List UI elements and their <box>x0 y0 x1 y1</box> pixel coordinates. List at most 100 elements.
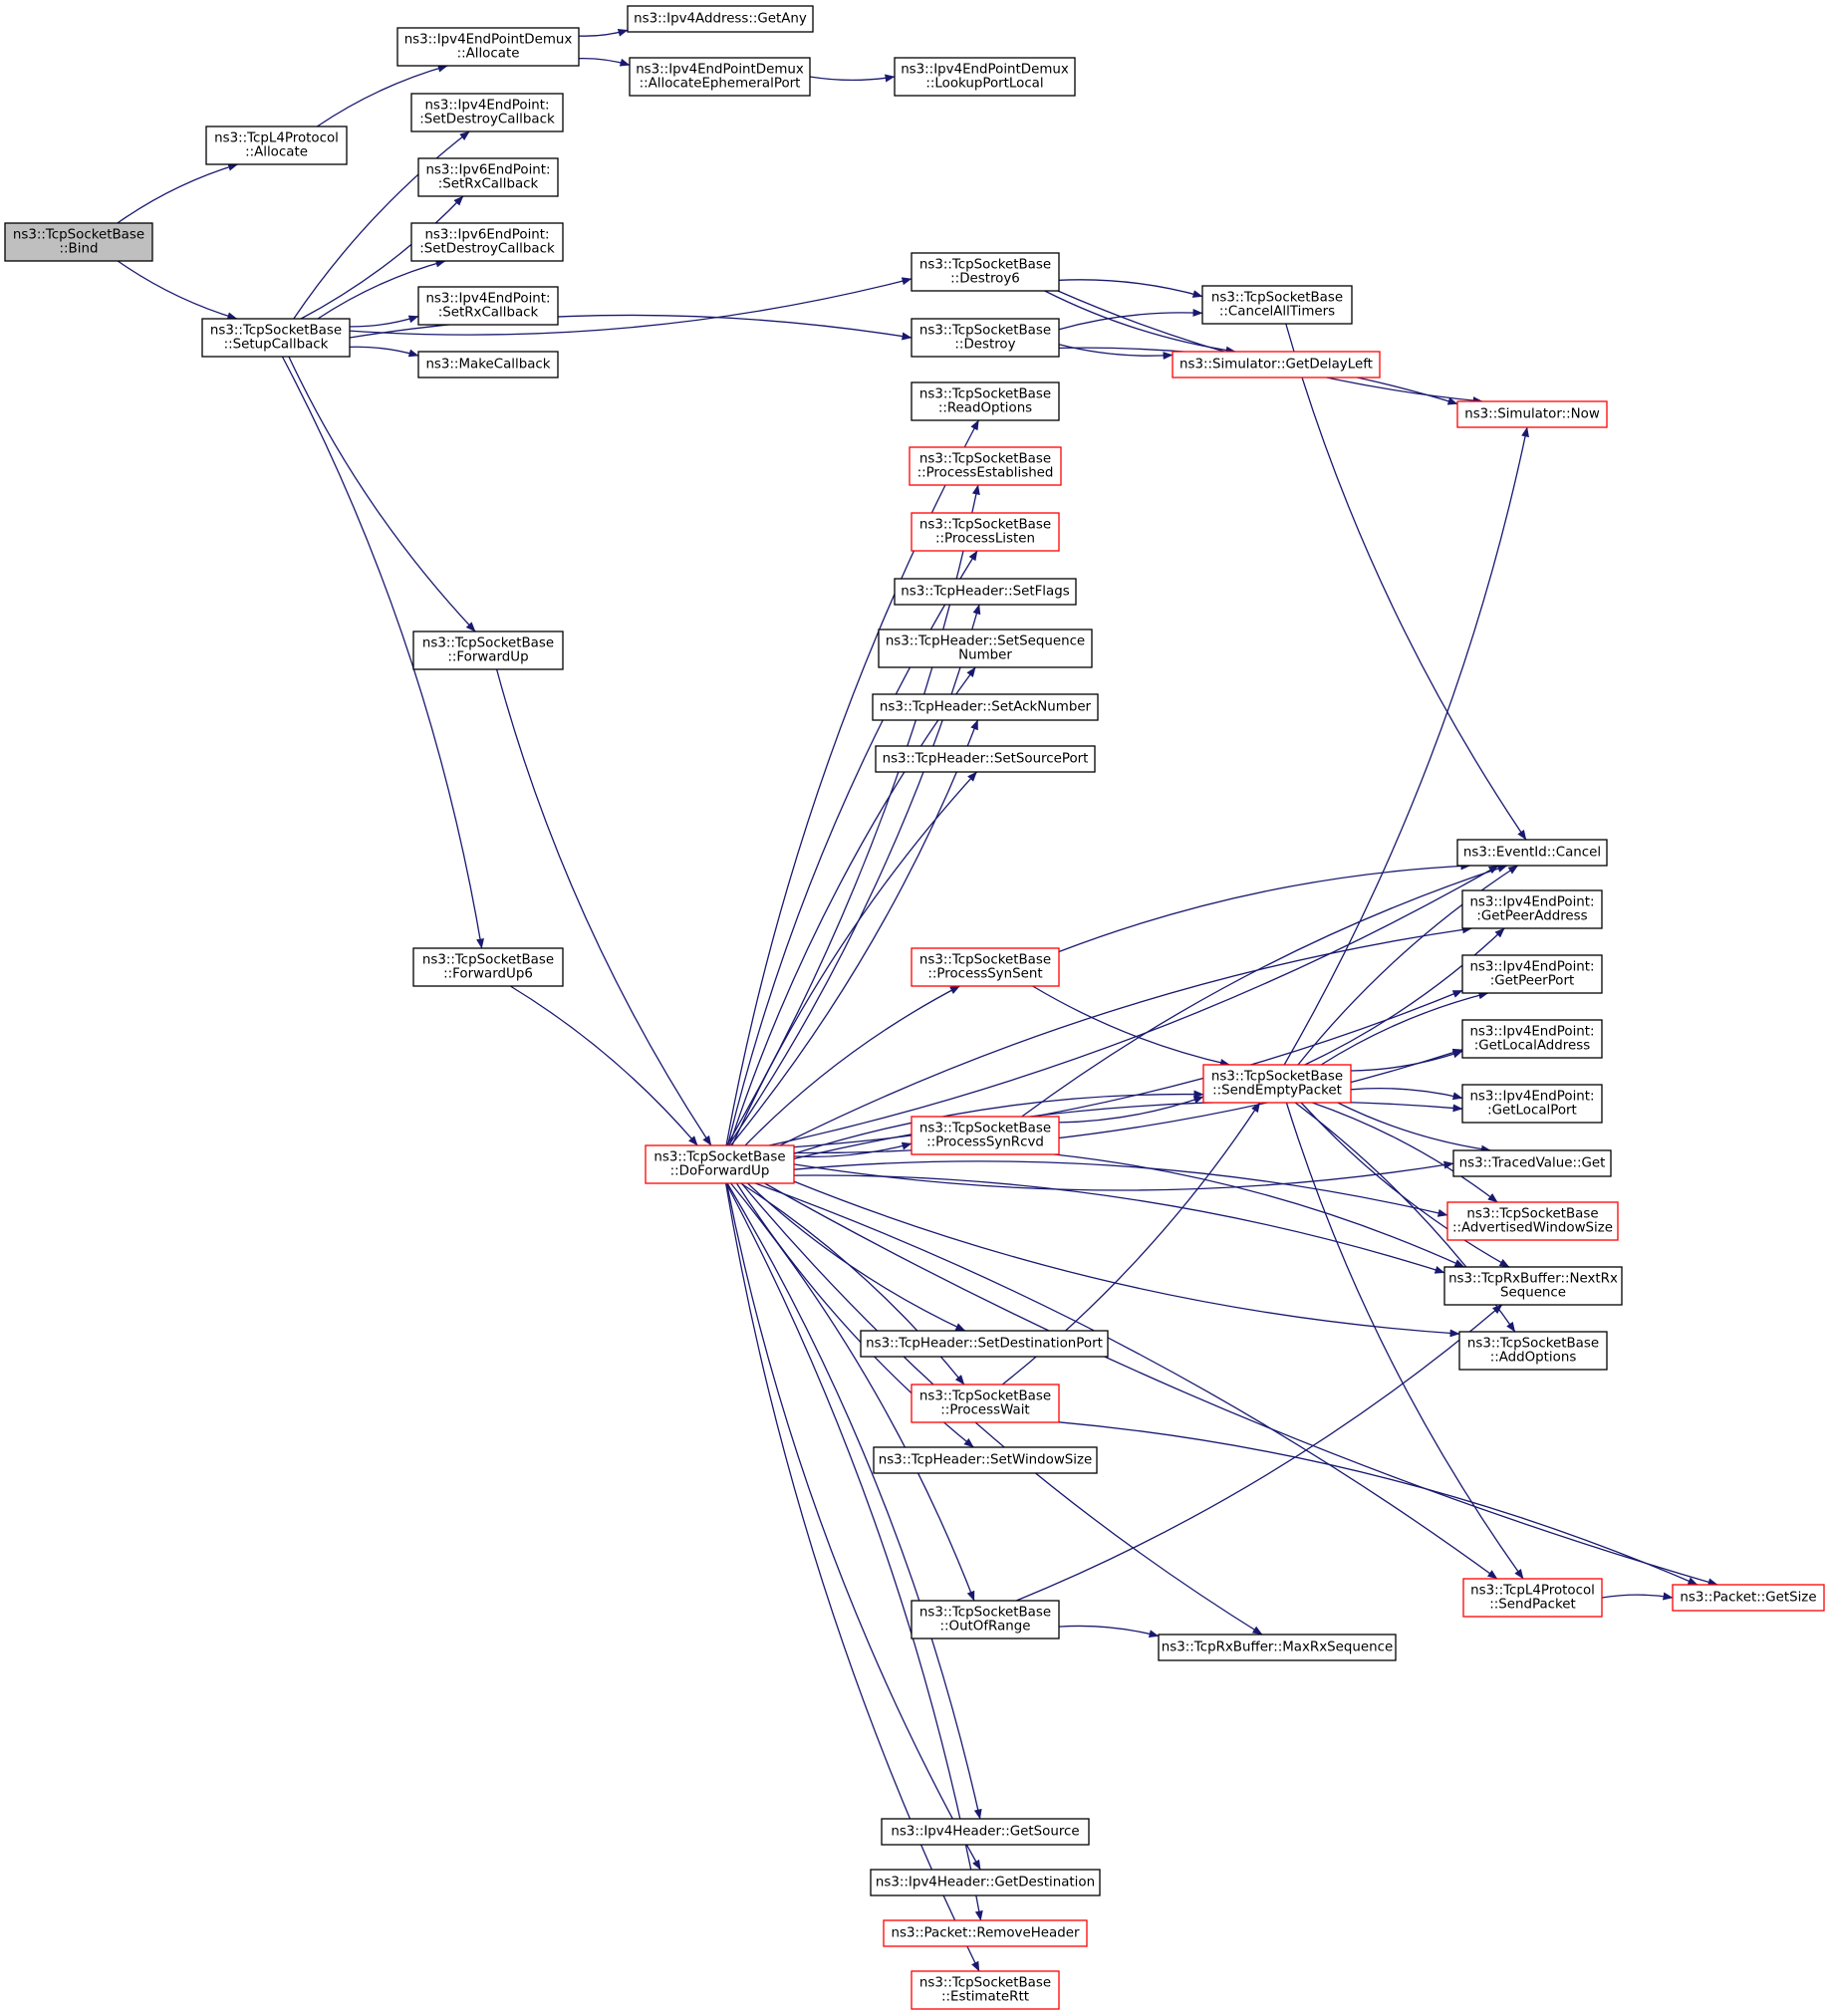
node-ep4rx[interactable]: ns3::Ipv4EndPoint::SetRxCallback <box>417 286 559 326</box>
edge-sendempty-to-evcancel <box>1297 865 1519 1066</box>
node-synrcvd[interactable]: ns3::TcpSocketBase::ProcessSynRcvd <box>911 1116 1060 1155</box>
node-label-bind-line-1: ::Bind <box>60 242 99 257</box>
node-label-fwdup6-line-1: ::ForwardUp6 <box>443 967 533 982</box>
node-setdstport[interactable]: ns3::TcpHeader::SetDestinationPort <box>860 1330 1109 1358</box>
node-proclisten[interactable]: ns3::TcpSocketBase::ProcessListen <box>911 512 1060 552</box>
node-box-fwdup6 <box>412 947 564 987</box>
node-lookup[interactable]: ns3::Ipv4EndPointDemux::LookupPortLocal <box>894 57 1076 97</box>
node-ep6rx[interactable]: ns3::Ipv6EndPoint::SetRxCallback <box>417 157 559 197</box>
node-box-l4send <box>1462 1578 1603 1618</box>
node-l4alloc[interactable]: ns3::TcpL4Protocol::Allocate <box>205 126 348 165</box>
node-label-proclisten-line-1: ::ProcessListen <box>935 532 1035 547</box>
node-label-demuxalloc-line-0: ns3::Ipv4EndPointDemux <box>404 33 573 48</box>
node-setwin[interactable]: ns3::TcpHeader::SetWindowSize <box>873 1446 1098 1474</box>
node-addopts[interactable]: ns3::TcpSocketBase::AddOptions <box>1458 1331 1608 1371</box>
node-box-setdstport <box>860 1330 1109 1358</box>
node-label-destroy6-line-0: ns3::TcpSocketBase <box>919 258 1051 273</box>
node-synsent[interactable]: ns3::TcpSocketBase::ProcessSynSent <box>911 947 1060 987</box>
node-bind[interactable]: ns3::TcpSocketBase::Bind <box>4 222 153 262</box>
node-label-setupcb-line-1: ::SetupCallback <box>224 338 329 353</box>
node-removehdr[interactable]: ns3::Packet::RemoveHeader <box>883 1919 1088 1947</box>
node-setupcb[interactable]: ns3::TcpSocketBase::SetupCallback <box>201 318 351 358</box>
node-ep4destroy[interactable]: ns3::Ipv4EndPoint::SetDestroyCallback <box>410 93 564 132</box>
node-getpeeraddr[interactable]: ns3::Ipv4EndPoint::GetPeerAddress <box>1461 889 1603 929</box>
node-label-advwin-line-0: ns3::TcpSocketBase <box>1466 1207 1598 1222</box>
node-label-destroy6-line-1: ::Destroy6 <box>950 272 1020 287</box>
node-label-addopts-line-1: ::AddOptions <box>1490 1351 1577 1366</box>
node-label-setseq-line-1: Number <box>958 648 1012 663</box>
node-box-setupcb <box>201 318 351 358</box>
node-label-estrtt-line-0: ns3::TcpSocketBase <box>919 1976 1051 1991</box>
node-box-estrtt <box>911 1970 1060 2010</box>
node-getsource[interactable]: ns3::Ipv4Header::GetSource <box>881 1818 1090 1846</box>
node-label-procwait-line-0: ns3::TcpSocketBase <box>919 1389 1051 1404</box>
node-label-procest-line-0: ns3::TcpSocketBase <box>919 452 1051 467</box>
edge-fwdup6-to-doforward <box>509 985 698 1146</box>
node-getany[interactable]: ns3::Ipv4Address::GetAny <box>627 5 814 33</box>
edge-setupcb-to-ep4rx <box>349 315 419 328</box>
node-maxrx[interactable]: ns3::TcpRxBuffer::MaxRxSequence <box>1158 1634 1397 1661</box>
node-getdest[interactable]: ns3::Ipv4Header::GetDestination <box>870 1869 1101 1896</box>
node-label-getdest-line-0: ns3::Ipv4Header::GetDestination <box>876 1876 1095 1890</box>
node-sendempty[interactable]: ns3::TcpSocketBase::SendEmptyPacket <box>1202 1064 1352 1104</box>
node-box-setflags <box>894 578 1077 606</box>
edge-outofrange-to-nextrx <box>1015 1304 1503 1602</box>
edge-setupcb-to-ep4destroy <box>293 130 470 320</box>
node-getlocaladdr[interactable]: ns3::Ipv4EndPoint::GetLocalAddress <box>1461 1019 1603 1059</box>
node-getdelay[interactable]: ns3::Simulator::GetDelayLeft <box>1172 351 1381 378</box>
node-box-proclisten <box>911 512 1060 552</box>
node-advwin[interactable]: ns3::TcpSocketBase::AdvertisedWindowSize <box>1446 1201 1619 1241</box>
edge-setupcb-to-ep6rx <box>300 195 464 320</box>
node-outofrange[interactable]: ns3::TcpSocketBase::OutOfRange <box>911 1600 1060 1639</box>
node-tracedget[interactable]: ns3::TracedValue::Get <box>1452 1149 1612 1177</box>
node-label-estrtt-line-1: ::EstimateRtt <box>941 1990 1029 2005</box>
node-makecb[interactable]: ns3::MakeCallback <box>417 351 559 378</box>
node-label-now-line-0: ns3::Simulator::Now <box>1464 407 1600 422</box>
node-readopts[interactable]: ns3::TcpSocketBase::ReadOptions <box>911 381 1060 421</box>
node-setflags[interactable]: ns3::TcpHeader::SetFlags <box>894 578 1077 606</box>
node-l4send[interactable]: ns3::TcpL4Protocol::SendPacket <box>1462 1578 1603 1618</box>
node-getsize[interactable]: ns3::Packet::GetSize <box>1672 1584 1825 1612</box>
edge-setupcb-to-ep6destroy <box>317 259 446 320</box>
node-fwdup[interactable]: ns3::TcpSocketBase::ForwardUp <box>412 630 564 670</box>
node-label-ep6destroy-line-0: ns3::Ipv6EndPoint: <box>424 228 549 243</box>
node-label-getsource-line-0: ns3::Ipv4Header::GetSource <box>891 1825 1079 1840</box>
edge-procwait-to-getsize <box>1058 1421 1699 1586</box>
node-doforward[interactable]: ns3::TcpSocketBase::DoForwardUp <box>645 1144 795 1184</box>
node-destroy[interactable]: ns3::TcpSocketBase::Destroy <box>911 318 1060 358</box>
node-label-readopts-line-0: ns3::TcpSocketBase <box>919 387 1051 402</box>
node-getlocalport[interactable]: ns3::Ipv4EndPoint::GetLocalPort <box>1461 1084 1603 1124</box>
node-destroy6[interactable]: ns3::TcpSocketBase::Destroy6 <box>911 252 1060 292</box>
node-label-getany-line-0: ns3::Ipv4Address::GetAny <box>634 12 807 27</box>
node-now[interactable]: ns3::Simulator::Now <box>1456 400 1608 428</box>
node-label-synrcvd-line-1: ::ProcessSynRcvd <box>926 1135 1044 1150</box>
node-box-readopts <box>911 381 1060 421</box>
node-getpeerport[interactable]: ns3::Ipv4EndPoint::GetPeerPort <box>1461 954 1603 994</box>
node-label-getlocaladdr-line-1: :GetLocalAddress <box>1474 1039 1590 1054</box>
node-ephemeral[interactable]: ns3::Ipv4EndPointDemux::AllocateEphemera… <box>629 57 811 97</box>
edge-sendempty-to-l4send <box>1285 1102 1524 1580</box>
node-fwdup6[interactable]: ns3::TcpSocketBase::ForwardUp6 <box>412 947 564 987</box>
node-cancelall[interactable]: ns3::TcpSocketBase::CancelAllTimers <box>1201 285 1353 325</box>
node-label-procest-line-1: ::ProcessEstablished <box>917 466 1054 481</box>
node-box-demuxalloc <box>396 27 580 67</box>
node-procest[interactable]: ns3::TcpSocketBase::ProcessEstablished <box>909 446 1062 486</box>
node-label-synrcvd-line-0: ns3::TcpSocketBase <box>919 1122 1051 1136</box>
node-demuxalloc[interactable]: ns3::Ipv4EndPointDemux::Allocate <box>396 27 580 67</box>
node-setack[interactable]: ns3::TcpHeader::SetAckNumber <box>872 693 1099 721</box>
node-ep6destroy[interactable]: ns3::Ipv6EndPoint::SetDestroyCallback <box>410 222 564 262</box>
node-evcancel[interactable]: ns3::EventId::Cancel <box>1456 839 1608 867</box>
node-label-setwin-line-0: ns3::TcpHeader::SetWindowSize <box>879 1453 1093 1468</box>
edge-sendempty-to-now <box>1283 426 1529 1066</box>
node-box-l4alloc <box>205 126 348 165</box>
node-setsrcport[interactable]: ns3::TcpHeader::SetSourcePort <box>875 745 1096 773</box>
edge-setupcb-to-fwdup6 <box>281 356 484 949</box>
edge-doforward-to-getdest <box>725 1182 981 1871</box>
node-procwait[interactable]: ns3::TcpSocketBase::ProcessWait <box>911 1384 1060 1423</box>
node-box-getany <box>627 5 814 33</box>
edge-destroy6-to-getdelay <box>1044 290 1236 355</box>
node-estrtt[interactable]: ns3::TcpSocketBase::EstimateRtt <box>911 1970 1060 2010</box>
